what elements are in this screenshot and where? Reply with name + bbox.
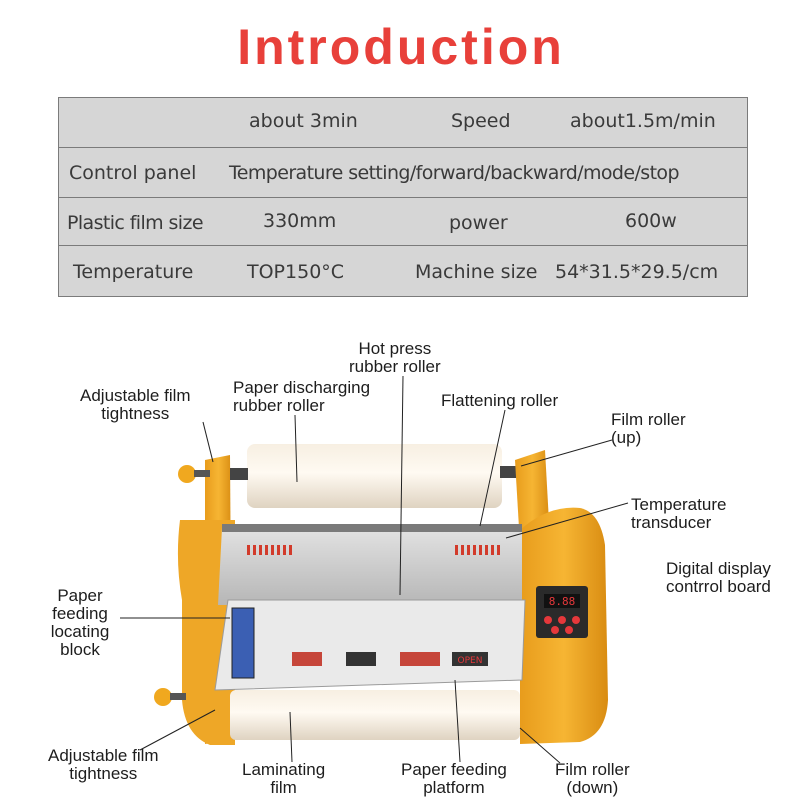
spec-cell: Temperature bbox=[73, 261, 194, 283]
digital-display-text: 8.88 bbox=[549, 595, 576, 608]
spec-cell: Temperature setting/forward/backward/mod… bbox=[229, 162, 680, 184]
spec-cell: about 3min bbox=[249, 110, 358, 132]
callout-lines bbox=[120, 375, 629, 764]
tension-knob-top bbox=[178, 465, 196, 483]
callout-flattening-roller: Flattening roller bbox=[441, 391, 559, 410]
platform-sign-text: OPEN bbox=[458, 656, 483, 666]
heat-vents-left bbox=[247, 545, 292, 555]
spec-cell: 330mm bbox=[263, 210, 337, 232]
spec-cell: Machine size bbox=[415, 261, 538, 283]
spec-cell: Plastic film size bbox=[67, 212, 204, 234]
control-button bbox=[558, 616, 566, 624]
top-edge bbox=[222, 524, 522, 532]
control-button bbox=[544, 616, 552, 624]
spec-row-3: Plastic film size 330mm power 600w bbox=[59, 198, 747, 246]
spec-row-4: Temperature TOP150°C Machine size 54*31.… bbox=[59, 246, 747, 298]
laminating-film-roller bbox=[230, 690, 520, 740]
spec-cell: Control panel bbox=[69, 162, 197, 184]
callout-film-roller-up: Film roller(up) bbox=[611, 410, 686, 447]
spec-cell: about1.5m/min bbox=[570, 110, 716, 132]
spec-row-1: about 3min Speed about1.5m/min bbox=[59, 98, 747, 148]
spec-cell: power bbox=[449, 212, 508, 234]
spec-cell: Speed bbox=[451, 110, 511, 132]
control-button bbox=[551, 626, 559, 634]
callout-film-roller-down: Film roller(down) bbox=[555, 760, 630, 797]
digital-display-screen bbox=[544, 594, 580, 608]
laminator-illustration: 8.88 OPEN bbox=[120, 375, 629, 764]
spec-cell: 600w bbox=[625, 210, 677, 232]
paper-feeding-platform-shape bbox=[214, 599, 526, 691]
metal-cover bbox=[218, 528, 522, 605]
locating-block-shape bbox=[231, 607, 255, 679]
roller-shaft-left bbox=[230, 468, 248, 480]
platform-label-3 bbox=[400, 652, 440, 666]
platform-label-2 bbox=[346, 652, 376, 666]
tension-shaft-top bbox=[194, 470, 210, 477]
spec-cell: TOP150°C bbox=[247, 261, 345, 283]
platform-label-4 bbox=[452, 652, 488, 666]
paper-discharging-roller bbox=[247, 444, 502, 508]
heat-vents-right bbox=[455, 545, 500, 555]
page-title: Introduction bbox=[237, 19, 565, 75]
platform-label-1 bbox=[292, 652, 322, 666]
control-button bbox=[565, 626, 573, 634]
control-button bbox=[572, 616, 580, 624]
roller-shaft-right bbox=[500, 466, 520, 478]
spec-cell: 54*31.5*29.5/cm bbox=[555, 261, 719, 283]
tension-shaft-bottom bbox=[170, 693, 186, 700]
tension-knob-bottom bbox=[154, 688, 172, 706]
spec-row-2: Control panel Temperature setting/forwar… bbox=[59, 148, 747, 198]
control-panel bbox=[536, 586, 588, 638]
spec-table: about 3min Speed about1.5m/min Control p… bbox=[58, 97, 748, 297]
